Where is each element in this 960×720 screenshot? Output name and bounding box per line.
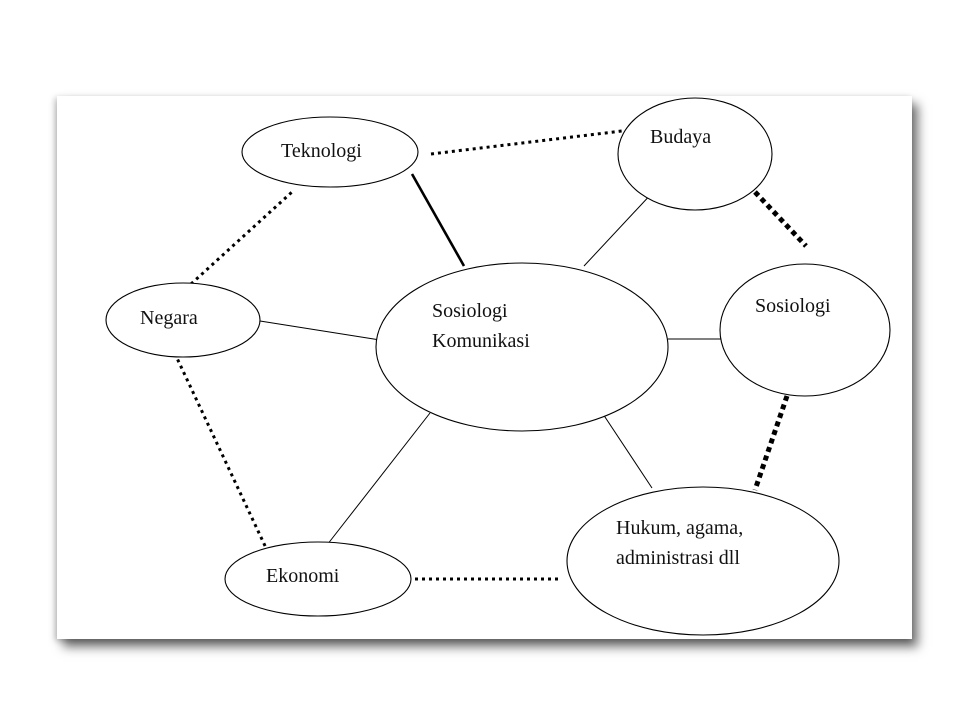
node-hukum: Hukum, agama, administrasi dll bbox=[566, 486, 840, 636]
node-teknologi: Teknologi bbox=[241, 116, 419, 188]
link-sosiologi-hukum bbox=[752, 395, 790, 491]
link-ekonomi-negara bbox=[174, 355, 276, 566]
link-center-hukum bbox=[602, 413, 653, 489]
link-budaya-sosiologi bbox=[753, 190, 808, 248]
node-sosiologi: Sosiologi bbox=[719, 263, 891, 397]
link-center-ekonomi bbox=[326, 412, 431, 546]
link-center-budaya bbox=[583, 190, 655, 267]
node-ekonomi: Ekonomi bbox=[224, 541, 412, 617]
node-negara: Negara bbox=[105, 282, 261, 358]
node-hukum-label-1: Hukum, agama, bbox=[616, 517, 743, 539]
node-sosiologi-komunikasi-label-2: Komunikasi bbox=[432, 330, 530, 352]
node-sosiologi-komunikasi: Sosiologi Komunikasi bbox=[375, 262, 669, 432]
node-hukum-label-2: administrasi dll bbox=[616, 547, 740, 569]
link-center-negara bbox=[259, 320, 381, 341]
node-sosiologi-label: Sosiologi bbox=[755, 295, 831, 317]
link-teknologi-budaya bbox=[430, 129, 623, 156]
link-center-teknologi bbox=[410, 173, 466, 267]
node-budaya-label: Budaya bbox=[650, 126, 711, 148]
node-budaya: Budaya bbox=[617, 97, 773, 211]
node-negara-label: Negara bbox=[140, 307, 198, 329]
node-sosiologi-komunikasi-label-1: Sosiologi bbox=[432, 300, 508, 322]
node-ekonomi-label: Ekonomi bbox=[266, 565, 340, 587]
link-negara-teknologi bbox=[189, 190, 294, 286]
node-teknologi-label: Teknologi bbox=[281, 140, 362, 162]
